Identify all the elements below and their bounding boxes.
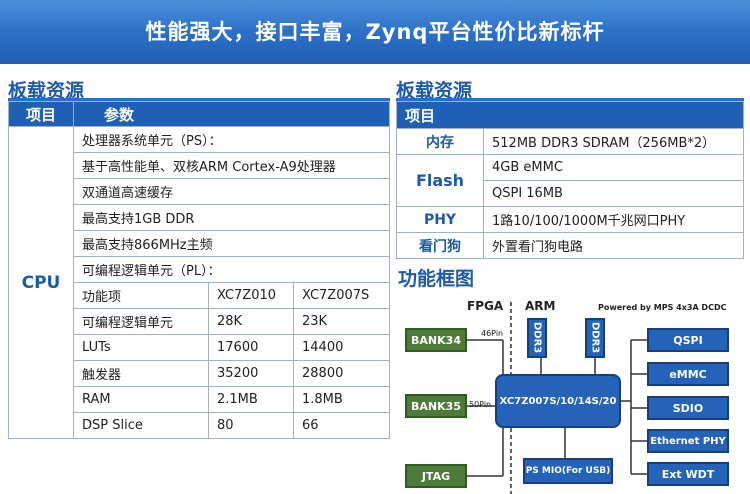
sub-row-value: 1.8MB <box>293 386 390 413</box>
ddr3-label-2: DDR3 <box>589 322 601 354</box>
sub-row-value: 66 <box>293 412 390 439</box>
spec-row: 处理器系统单元（PS）： <box>73 126 390 153</box>
right-spec-table: 项目 内存 512MB DDR3 SDRAM（256MB*2） Flash 4G… <box>396 101 744 259</box>
ethernet-phy-block: Ethernet PHY <box>647 429 729 453</box>
sub-row-value: 14400 <box>293 334 390 361</box>
left-section-heading: 板载资源 <box>8 80 85 102</box>
sub-row-value: 17600 <box>208 334 294 361</box>
ddr3-label-1: DDR3 <box>531 322 543 354</box>
left-spec-table: 项目 参数 CPU 处理器系统单元（PS）： 基于高性能单、双核ARM Cort… <box>8 101 390 439</box>
spec-row: 最高支持1GB DDR <box>73 204 390 231</box>
ddr3-block-1: DDR3 <box>527 318 547 358</box>
sub-header-xc7z010: XC7Z010 <box>208 282 294 309</box>
item-value: 512MB DDR3 SDRAM（256MB*2） <box>483 128 744 155</box>
sub-header-xc7z007s: XC7Z007S <box>293 282 390 309</box>
item-value: 1路10/100/1000M千兆网口PHY <box>483 206 744 233</box>
diagram-connectors <box>467 302 647 494</box>
ddr3-block-2: DDR3 <box>585 318 605 358</box>
page-title: 性能强大，接口丰富，Zynq平台性价比新标杆 <box>145 20 605 44</box>
item-value: QSPI 16MB <box>483 180 744 207</box>
item-value: 外置看门狗电路 <box>483 232 744 259</box>
item-flash: Flash <box>396 154 484 207</box>
ps-mio-block: PS MIO(For USB) <box>523 458 613 484</box>
right-section-heading: 板载资源 <box>396 80 473 102</box>
sub-row-label: RAM <box>73 386 209 413</box>
sub-row-label: 可编程逻辑单元 <box>73 308 209 335</box>
fpga-label: FPGA <box>467 299 504 313</box>
right-heading-rule <box>396 98 744 101</box>
bank34-block: BANK34 <box>405 328 467 352</box>
block-diagram: FPGA ARM Powered by MPS 4x3A DCDC BANK34… <box>395 296 750 494</box>
item-memory: 内存 <box>396 128 484 155</box>
sub-row-value: 28K <box>208 308 294 335</box>
item-value: 4GB eMMC <box>483 154 744 181</box>
title-banner <box>0 0 750 64</box>
diagram-heading: 功能框图 <box>398 268 475 290</box>
bank35-block: BANK35 <box>405 394 467 418</box>
right-col-item-header: 项目 <box>396 101 744 129</box>
jtag-block: JTAG <box>405 464 467 488</box>
sub-row-label: 触发器 <box>73 360 209 387</box>
spec-row: 可编程逻辑单元（PL）： <box>73 256 390 283</box>
ext-wdt-block: Ext WDT <box>647 462 729 486</box>
item-phy: PHY <box>396 206 484 233</box>
sub-row-value: 35200 <box>208 360 294 387</box>
sdio-block: SDIO <box>647 396 729 420</box>
sub-row-value: 80 <box>208 412 294 439</box>
sub-row-value: 2.1MB <box>208 386 294 413</box>
soc-block: XC7Z007S/10/14S/20 <box>495 374 621 428</box>
spec-row: 最高支持866MHz主频 <box>73 230 390 257</box>
power-note: Powered by MPS 4x3A DCDC <box>598 303 727 312</box>
sub-row-label: LUTs <box>73 334 209 361</box>
spec-row: 双通道高速缓存 <box>73 178 390 205</box>
cpu-label: CPU <box>8 126 74 439</box>
left-heading-rule <box>8 98 390 101</box>
sub-header-feature: 功能项 <box>73 282 209 309</box>
pin46-label: 46Pin <box>481 329 504 338</box>
pin50-label: 50Pin <box>469 400 492 409</box>
item-watchdog: 看门狗 <box>396 232 484 259</box>
qspi-block: QSPI <box>647 328 729 352</box>
spec-row: 基于高性能单、双核ARM Cortex-A9处理器 <box>73 152 390 179</box>
arm-label: ARM <box>525 299 556 313</box>
sub-row-value: 28800 <box>293 360 390 387</box>
emmc-block: eMMC <box>647 362 729 386</box>
col-params-header: 参数 <box>73 101 390 127</box>
sub-row-value: 23K <box>293 308 390 335</box>
sub-row-label: DSP Slice <box>73 412 209 439</box>
col-item-header: 项目 <box>8 101 74 127</box>
